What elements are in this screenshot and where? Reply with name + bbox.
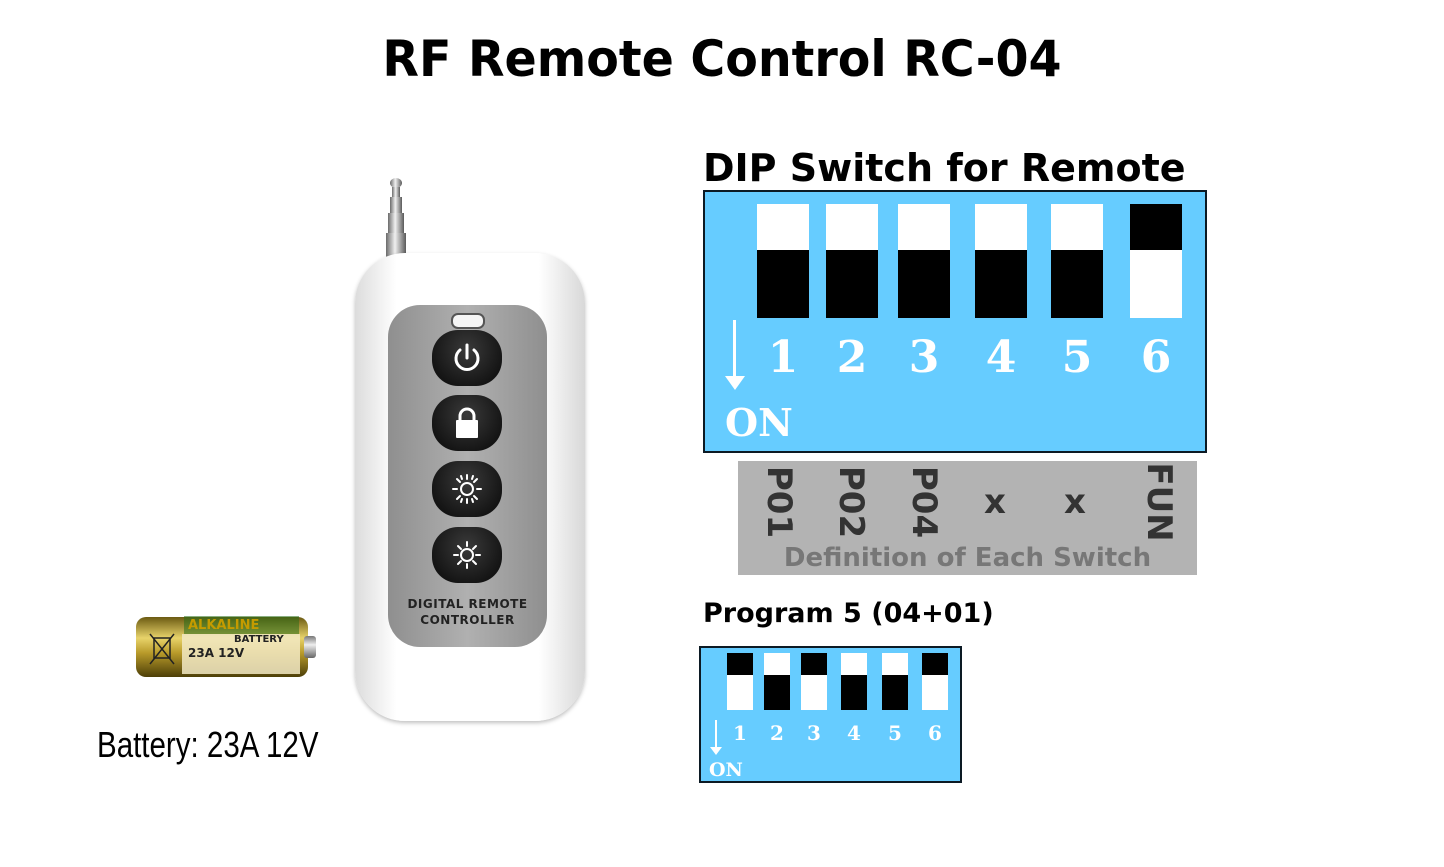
on-label: ON — [709, 759, 743, 781]
battery-image: ALKALINE BATTERY 23A 12V — [136, 614, 316, 677]
definitions-caption: Definition of Each Switch — [783, 543, 1152, 573]
program-switch-4 — [841, 653, 867, 710]
definition-label: x — [1064, 482, 1086, 522]
lock-button[interactable] — [432, 395, 502, 451]
definition-5: x — [1050, 467, 1100, 537]
dip-switch-knob — [826, 250, 878, 318]
remote-label: DIGITAL REMOTE CONTROLLER — [395, 596, 540, 628]
definition-label: P01 — [759, 465, 799, 539]
program-switch-6 — [922, 653, 948, 710]
program-switch-5 — [882, 653, 908, 710]
battery-type: BATTERY — [234, 634, 284, 645]
definition-2: P02 — [826, 465, 876, 539]
program-number-1: 1 — [733, 721, 747, 745]
dip-switch-knob — [1051, 250, 1103, 318]
definition-4: x — [970, 467, 1020, 537]
dip-switch-knob — [898, 250, 950, 318]
battery-brand: ALKALINE — [188, 618, 260, 633]
definition-1: P01 — [754, 465, 804, 539]
battery-icon — [136, 616, 316, 677]
dip-switch-knob — [727, 653, 753, 675]
bright-light-button[interactable] — [432, 527, 502, 583]
sun-bright-icon — [453, 541, 481, 569]
remote-label-line1: DIGITAL REMOTE — [407, 597, 528, 611]
arrow-head-icon — [725, 376, 745, 390]
program-number-2: 2 — [770, 721, 784, 745]
dip-heading: DIP Switch for Remote — [703, 146, 1186, 190]
dip-number-3: 3 — [908, 332, 940, 383]
dip-switch-knob — [757, 250, 809, 318]
program-heading: Program 5 (04+01) — [703, 598, 994, 629]
program-number-4: 4 — [847, 721, 861, 745]
program-number-6: 6 — [928, 721, 942, 745]
dip-number-6: 6 — [1140, 332, 1172, 383]
down-arrow-icon — [715, 720, 717, 750]
dip-switch-knob — [801, 653, 827, 675]
switch-definitions: P01 P02 P04 x x FUN Definition of Each S… — [738, 461, 1197, 575]
arrow-head-icon — [710, 747, 722, 755]
definition-label: P04 — [904, 465, 944, 539]
definition-6: FUN — [1134, 462, 1184, 541]
dip-switch-6 — [1130, 204, 1182, 318]
program-switch-1 — [727, 653, 753, 710]
program-number-5: 5 — [888, 721, 902, 745]
page-title: RF Remote Control RC-04 — [382, 30, 1062, 88]
program-dip-panel: 1 2 3 4 5 6 ON — [699, 646, 962, 783]
program-number-3: 3 — [807, 721, 821, 745]
definition-label: FUN — [1139, 462, 1179, 542]
dip-switch-knob — [975, 250, 1027, 318]
dip-switch-knob — [764, 675, 790, 710]
dip-switch-1 — [757, 204, 809, 318]
dip-switch-3 — [898, 204, 950, 318]
sun-dim-icon — [452, 474, 482, 504]
program-switch-3 — [801, 653, 827, 710]
definition-label: x — [984, 482, 1006, 522]
battery-spec: 23A 12V — [188, 646, 245, 660]
dip-switch-knob — [841, 675, 867, 710]
lock-icon — [456, 407, 478, 438]
power-button[interactable] — [432, 330, 502, 386]
down-arrow-icon — [733, 320, 736, 382]
dip-switch-knob — [882, 675, 908, 710]
dip-number-5: 5 — [1061, 332, 1093, 383]
dip-number-1: 1 — [767, 332, 799, 383]
battery-caption: Battery: 23A 12V — [97, 724, 319, 765]
dip-switch-panel: 1 2 3 4 5 6 ON — [703, 190, 1207, 453]
dip-switch-knob — [1130, 204, 1182, 250]
remote-label-line2: CONTROLLER — [420, 613, 515, 627]
definition-label: P02 — [831, 465, 871, 539]
led-indicator — [451, 313, 485, 329]
dip-switch-2 — [826, 204, 878, 318]
program-switch-2 — [764, 653, 790, 710]
dip-number-2: 2 — [836, 332, 868, 383]
dip-switch-knob — [922, 653, 948, 675]
on-label: ON — [725, 400, 793, 445]
definition-3: P04 — [899, 465, 949, 539]
dip-switch-4 — [975, 204, 1027, 318]
dip-switch-5 — [1051, 204, 1103, 318]
dip-number-4: 4 — [985, 332, 1017, 383]
dim-light-button[interactable] — [432, 461, 502, 517]
power-icon — [454, 343, 480, 371]
